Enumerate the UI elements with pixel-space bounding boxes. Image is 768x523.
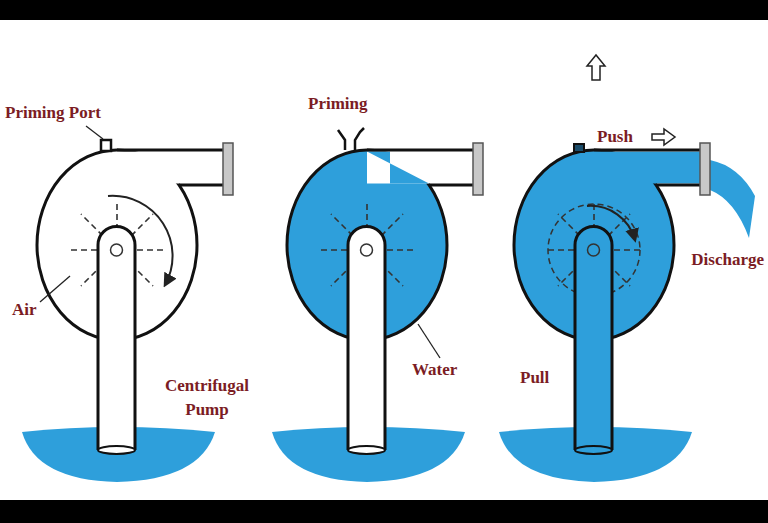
discharge-stream <box>710 160 755 238</box>
part-label: Pull <box>520 366 549 390</box>
part-label: Discharge <box>691 248 764 272</box>
pump-running <box>499 143 755 482</box>
leader-line <box>418 324 440 358</box>
part-label: Push <box>597 125 633 149</box>
part-label: Water <box>412 358 457 382</box>
leader-line <box>40 276 70 302</box>
part-label: Priming <box>308 92 368 116</box>
suction-pipe <box>98 227 135 451</box>
pump-priming <box>272 128 483 482</box>
push-arrow <box>652 129 675 145</box>
flange <box>223 143 233 195</box>
part-label: Air <box>12 298 37 322</box>
part-label: Centrifugal Pump <box>143 374 271 422</box>
priming-funnel <box>338 128 364 150</box>
bottom-bar <box>0 500 768 523</box>
top-bar <box>0 0 768 20</box>
pump-air <box>22 126 233 482</box>
up-arrow <box>587 55 605 80</box>
part-label: Priming Port <box>5 101 101 125</box>
rotation-arrow <box>108 196 173 285</box>
priming-port <box>101 140 111 151</box>
leader-line <box>86 126 103 139</box>
